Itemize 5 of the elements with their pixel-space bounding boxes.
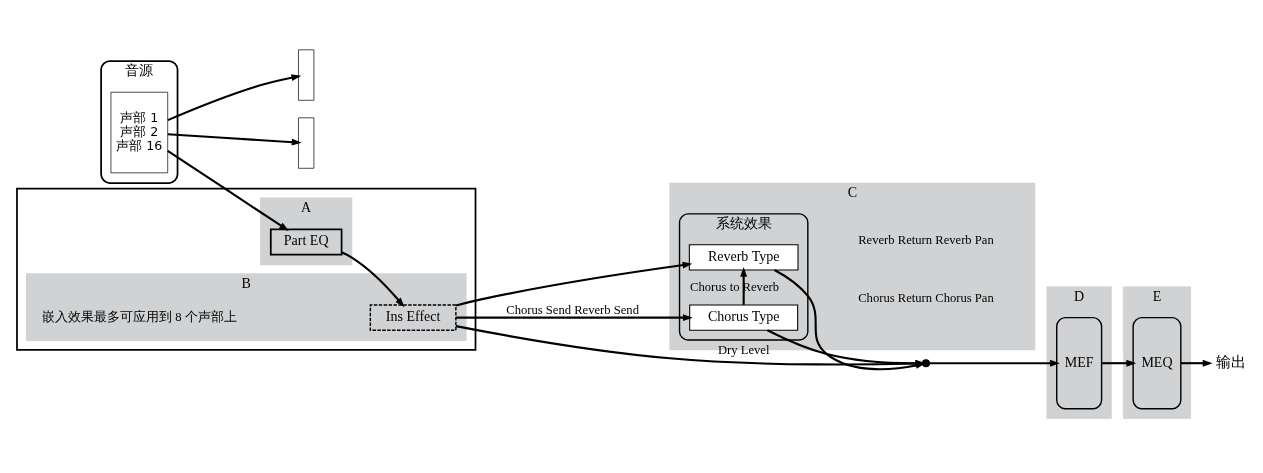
label: Reverb Return Reverb Pan bbox=[858, 232, 994, 247]
edge-label: Chorus Send Reverb Send bbox=[506, 302, 639, 317]
label: Chorus Return Chorus Pan bbox=[858, 290, 994, 305]
label: 嵌入效果最多可应用到 8 个声部上 bbox=[42, 309, 237, 324]
node-text: 输出 bbox=[1215, 352, 1246, 371]
